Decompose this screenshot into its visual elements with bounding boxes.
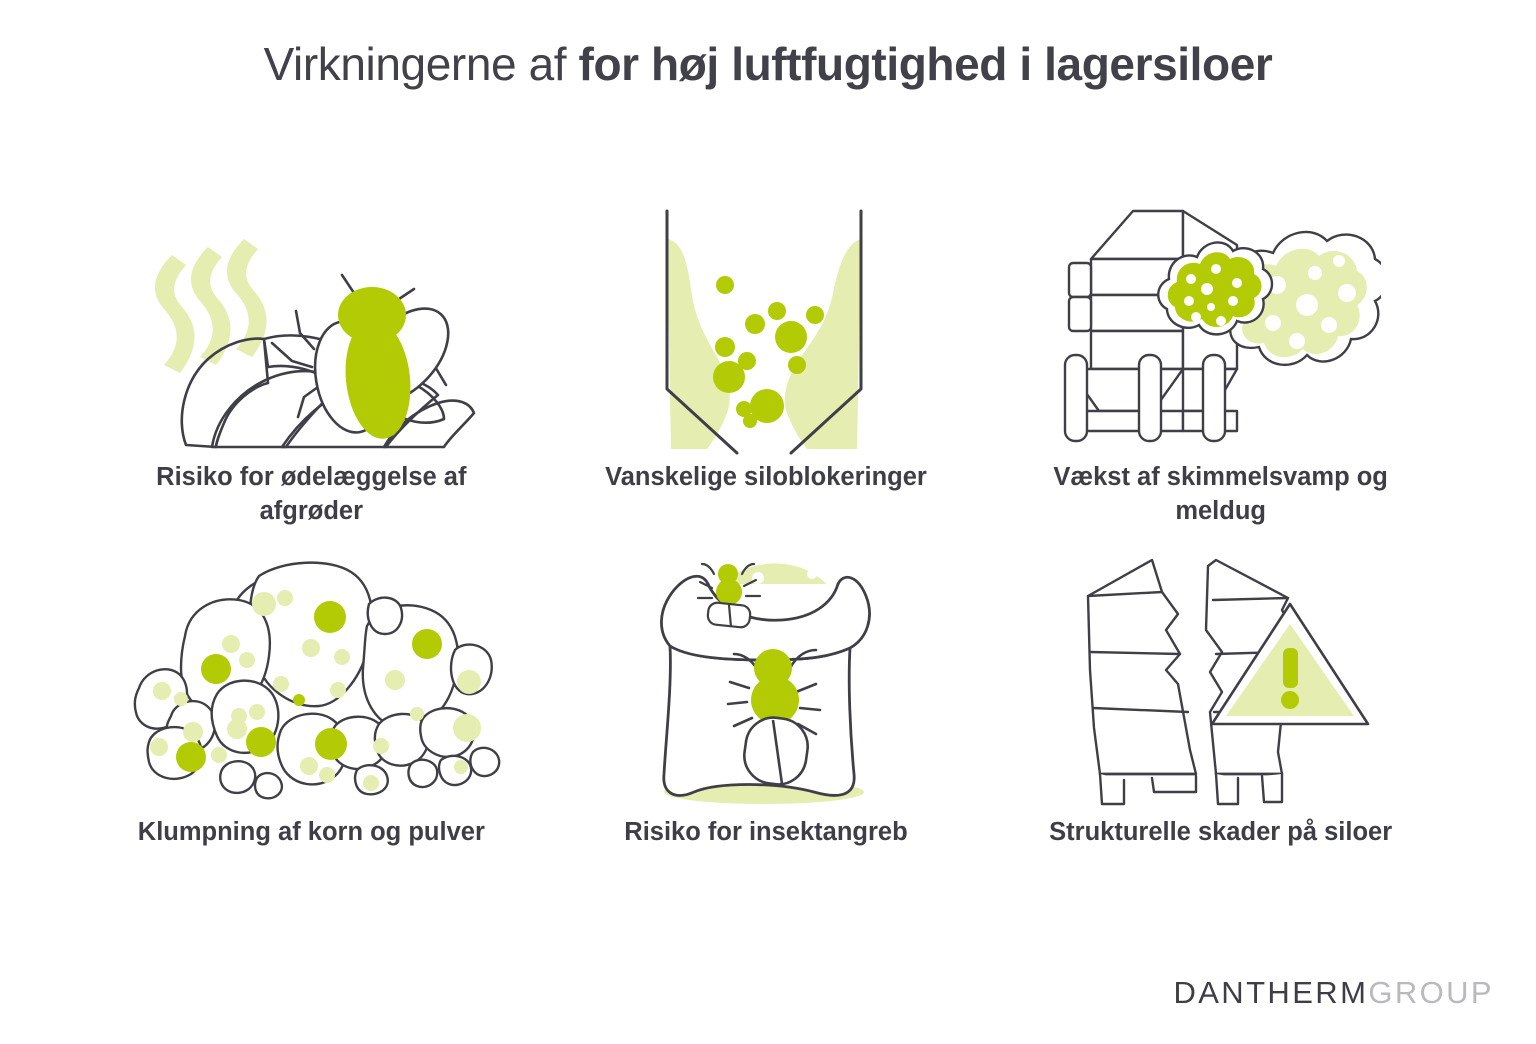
dantherm-group-logo: DANTHERMGROUP (1173, 975, 1494, 1011)
cracked-silo-warning-icon (1066, 552, 1376, 810)
grid-item-3: Vækst af skimmelsvamp og meldug (993, 197, 1448, 552)
page-title: Virkningerne af for høj luftfugtighed i … (0, 38, 1536, 91)
page-title-light: Virkningerne af (263, 38, 579, 90)
grid-item-6-caption: Strukturelle skader på siloer (1049, 817, 1393, 846)
silo-hopper-blockage-icon (641, 197, 891, 455)
fly-on-crops-icon (146, 197, 476, 455)
grid-item-1: Risiko for ødelæggelse af afgrøder (84, 197, 539, 552)
grid-item-4-caption: Klumpning af korn og pulver (137, 817, 485, 846)
grid-item-3-caption: Vækst af skimmelsvamp og meldug (1053, 463, 1388, 525)
logo-secondary: GROUP (1368, 975, 1494, 1010)
page-title-bold: for høj luftfugtighed i lagersiloer (578, 38, 1273, 90)
effects-grid: Risiko for ødelæggelse af afgrøder (38, 163, 1494, 930)
sack-with-beetles-icon (636, 552, 896, 810)
silo-mould-cloud-icon (1061, 197, 1381, 455)
grid-item-4: Klumpning af korn og pulver (84, 552, 539, 907)
grid-item-1-caption: Risiko for ødelæggelse af afgrøder (156, 463, 467, 525)
clumped-grain-pile-icon (121, 552, 501, 810)
grid-item-5-caption: Risiko for insektangreb (624, 817, 908, 846)
grid-item-6: Strukturelle skader på siloer (993, 552, 1448, 907)
grid-item-2: Vanskelige siloblokeringer (539, 197, 994, 552)
logo-primary: DANTHERM (1173, 975, 1369, 1010)
grid-item-2-caption: Vanskelige siloblokeringer (605, 463, 927, 491)
grid-item-5: Risiko for insektangreb (539, 552, 994, 907)
